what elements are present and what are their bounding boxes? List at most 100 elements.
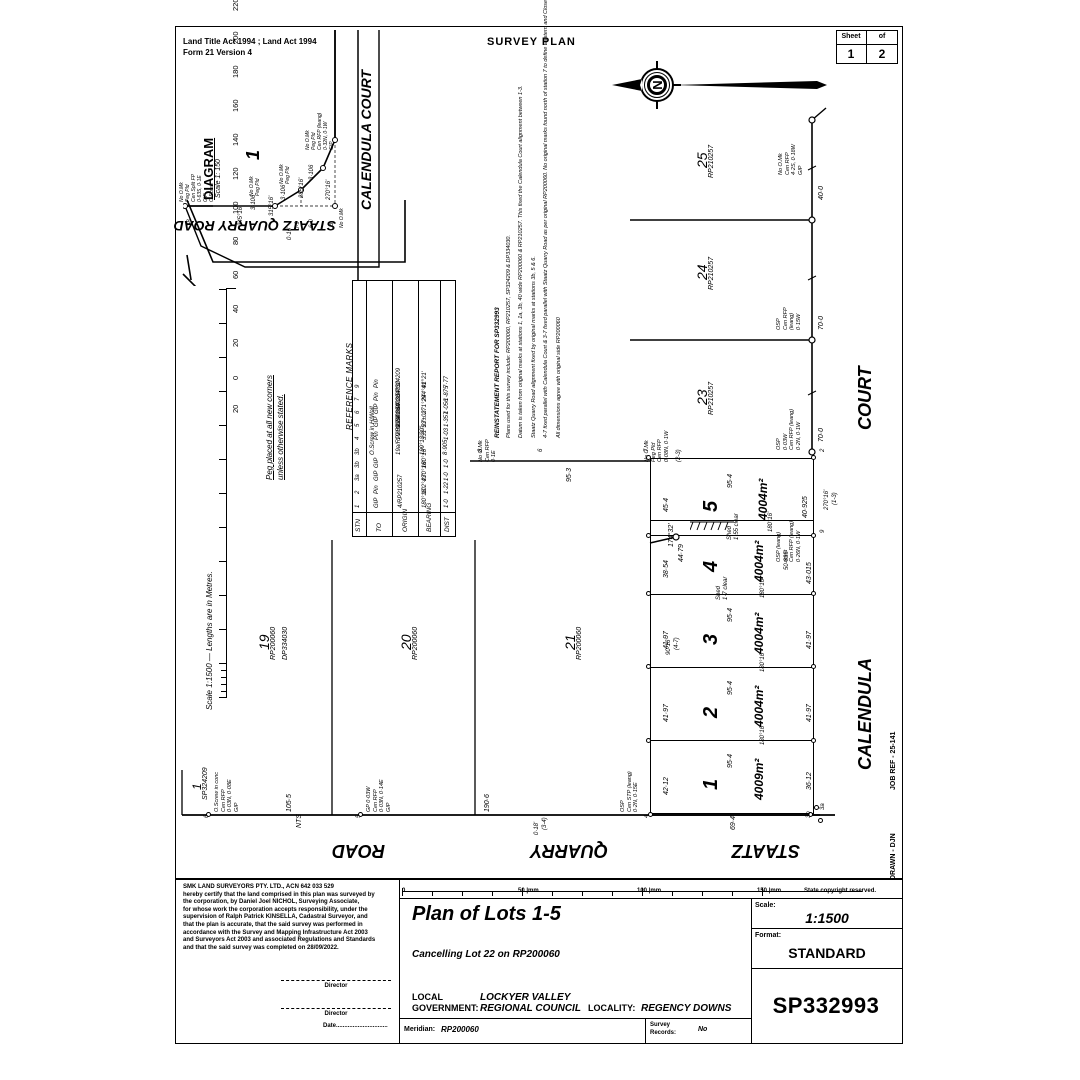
north-needle [612, 79, 827, 91]
scalebar-tick-200: 200 [231, 31, 240, 44]
mark-note-court-3: OSP (leang) reset Cen RFP (leang) 0·26N,… [776, 520, 802, 562]
road-nts: NTS [296, 814, 303, 828]
shed-hatch-lot-4 [690, 521, 734, 531]
lot-2-front-dim: 95·4 [727, 680, 734, 695]
cert-line-7: accordance with the Survey and Mapping I… [183, 929, 368, 936]
certificate-text: SMK LAND SURVEYORS PTY. LTD., ACN 642 03… [183, 884, 395, 952]
survey-records-label-1: Survey [650, 1022, 671, 1028]
survey-mark [648, 812, 653, 817]
scalebar-tick-120: 120 [231, 167, 240, 180]
survey-mark [358, 812, 363, 817]
cert-line-9: and that the said survey was completed o… [183, 944, 339, 951]
court-label-calendula: CALENDULA [855, 658, 875, 770]
station-4: 4 [644, 814, 650, 818]
scalebar-tick-220: 220 [231, 0, 240, 11]
lot-1-right-dim: 36·12 [806, 772, 813, 790]
mm-ruler [402, 888, 864, 900]
cancelling-note: Cancelling Lot 22 on RP200060 [412, 949, 560, 960]
scale-label: Scale: [755, 902, 776, 909]
lot-1-number: 1 [700, 778, 722, 790]
survey-mark [206, 812, 211, 817]
survey-mark [811, 591, 816, 596]
meridian-label: Meridian: [404, 1026, 436, 1033]
survey-mark [811, 455, 816, 460]
lot-3-number: 3 [700, 633, 722, 645]
rm-to: Pin [374, 431, 380, 440]
state-copyright: State copyright reserved. [804, 888, 877, 894]
station-6: 6 [538, 448, 544, 452]
lot-2-left-dim: 41·97 [663, 704, 670, 722]
shed-note-lot-5: Shed 1·55 clear [727, 513, 740, 540]
survey-mark [811, 664, 816, 669]
road-label-staatz: STAATZ [731, 841, 800, 861]
diagram-inset: DIAGRAM Scale 1: 150 1 345°16' 315°16' 2… [179, 30, 398, 280]
scalebar-tick-140: 140 [231, 133, 240, 146]
dist-953: 95·3 [566, 467, 573, 482]
rm-stn: 9 [355, 384, 361, 388]
plan-title: Plan of Lots 1-5 [412, 903, 561, 925]
mark-note-road-2: O.Screw in conc Cen RFP 0·03N, 0·08E GIP [214, 771, 240, 812]
lot-4-left-dim: 38·54 [663, 560, 670, 578]
road-dist-1055: 105·5 [286, 794, 293, 812]
mark-note-lot1-sw: OSP Cen STP (leang) 0·2N, 0·15E [620, 771, 639, 812]
ruler-100: 100 |mm [637, 888, 662, 894]
court-dist-70b: 70·0 [818, 427, 825, 442]
survey-mark [811, 738, 816, 743]
survey-mark [646, 664, 651, 669]
local-gov-value-2: REGIONAL COUNCIL [480, 1003, 581, 1014]
sheet-box-divider [866, 30, 867, 64]
scalebar-tick-80: 80 [231, 236, 240, 245]
scale-value: 1:1500 [805, 910, 849, 926]
dist-018: 0·18' [534, 821, 540, 835]
locality-value: REGENCY DOWNS [641, 1003, 732, 1014]
court-label-court: COURT [855, 366, 875, 430]
lot-2-number: 2 [700, 706, 722, 718]
cert-line-1: SMK LAND SURVEYORS PTY. LTD., ACN 642 03… [183, 884, 334, 890]
director-1-line[interactable] [281, 980, 391, 981]
scalebar-ticks [215, 288, 255, 699]
plan-number: SP332993 [772, 993, 880, 1018]
date-label: Date............................... [323, 1023, 388, 1029]
rm-origin: 2/SP324209 [396, 367, 402, 401]
director-1-label: Director [324, 983, 348, 989]
lot-19-plan2: DP334030 [282, 626, 289, 660]
lot-4-rear-bearing: 180°16' [760, 577, 766, 598]
lot-19-plan: RP200060 [270, 626, 277, 660]
north-boundary [470, 460, 650, 462]
scalebar-tick-0: 0 [231, 375, 240, 380]
lot-3-right-dim: 41·97 [806, 631, 813, 649]
court-east-boundaries [630, 107, 827, 456]
rm-dist: 7·77 [444, 375, 450, 388]
director-2-label: Director [324, 1011, 348, 1017]
reinstatement-line-3: Staatz Quarry Road alignment fixed by or… [531, 256, 537, 438]
lot-1-rear-dim: 69·4 [730, 815, 737, 830]
scalebar-tick-100: 100 [231, 201, 240, 214]
road-label-road: ROAD [332, 841, 385, 861]
rm-dist: 1·03 [444, 427, 450, 440]
diagram-frame [182, 273, 197, 286]
lot-1-sp-plan: SP324209 [202, 767, 209, 800]
format-label: Format: [755, 932, 782, 939]
lot-2-rear-bearing: 180°16' [760, 724, 766, 745]
lot-1-polygon [650, 740, 814, 814]
lot-21-plan: RP200060 [576, 626, 583, 660]
station-5: 5 [356, 814, 362, 818]
survey-mark [646, 738, 651, 743]
lot-5-left-dim: 45·4 [663, 497, 670, 512]
mark-note-court-2: OSP 0·03W Cen RFP (leang) 0·2N, 0·1W [776, 408, 802, 450]
lot-20-plan: RP200060 [412, 626, 419, 660]
scalebar-tick-20: 20 [231, 338, 240, 347]
court-frontage-bearing: 270°16' [824, 489, 830, 510]
plan-outer-border [175, 26, 903, 1044]
director-2-line[interactable] [281, 1008, 391, 1009]
parcel-map [181, 540, 835, 816]
rm-stn: 6 [355, 410, 361, 414]
station-6b: 6 [204, 814, 210, 818]
tb-vert-divider [751, 898, 752, 1044]
local-gov-value-1: LOCKYER VALLEY [480, 992, 571, 1003]
lot-4-polygon [650, 520, 814, 595]
ruler-150: 150 |mm [757, 888, 782, 894]
mark-note-road-1: GP 0·03W Cen RFP 0·03N, 0·14E GIP [366, 779, 392, 812]
format-value: STANDARD [788, 945, 866, 961]
